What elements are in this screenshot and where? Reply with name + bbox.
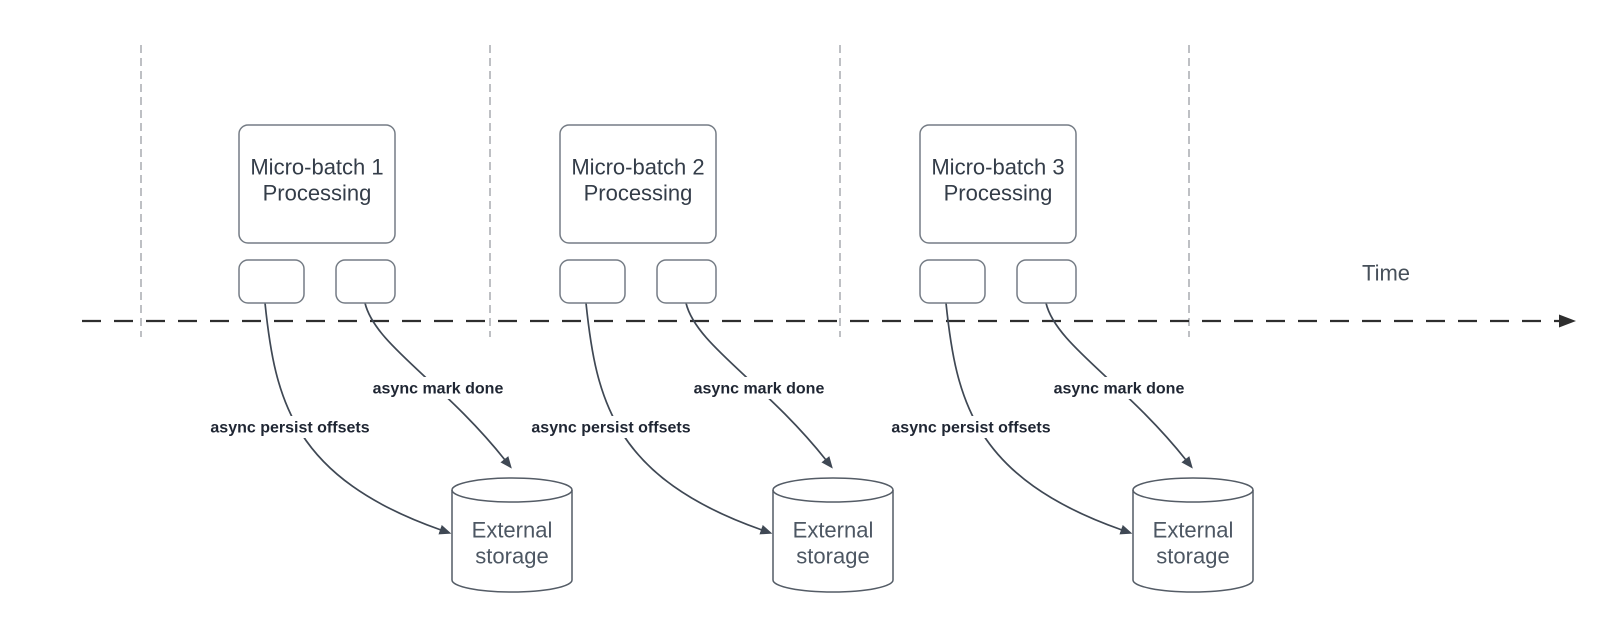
mark-done-label-bg (684, 377, 834, 399)
mark-done-label-bg (1044, 377, 1194, 399)
persist-offsets-label: async persist offsets (210, 420, 369, 437)
mark-task-box (335, 259, 396, 304)
storage-label-line1: External (1153, 518, 1234, 543)
phase-boundary-guides (140, 45, 1190, 337)
mark-done-label: async mark done (373, 381, 504, 398)
timeline: Time (82, 261, 1576, 328)
micro-batch-title-line1: Micro-batch 2 (571, 155, 704, 180)
cylinder-rim (451, 489, 573, 503)
mark-done-label: async mark done (1054, 381, 1185, 398)
offset-task-box (238, 259, 305, 304)
cylinder-body (1132, 477, 1254, 593)
micro-batch-groups: async persist offsets async mark done Ex… (200, 124, 1254, 593)
micro-batch-group: async persist offsets async mark done Ex… (881, 124, 1254, 593)
cylinder-body (451, 477, 573, 593)
micro-batch-title-line1: Micro-batch 3 (931, 155, 1064, 180)
persist-offsets-label-bg (881, 416, 1061, 438)
offset-task-box (559, 259, 626, 304)
time-label: Time (1362, 261, 1410, 286)
cylinder-rim (1132, 489, 1254, 503)
mark-done-label-bg (363, 377, 513, 399)
mark-task-box (656, 259, 717, 304)
micro-batch-box (559, 124, 717, 244)
mark-done-arrow (685, 302, 833, 469)
persist-offsets-label: async persist offsets (531, 420, 690, 437)
persist-offsets-label-bg (521, 416, 701, 438)
storage-label-line2: storage (796, 544, 869, 569)
storage-label-line2: storage (1156, 544, 1229, 569)
mark-task-box (1016, 259, 1077, 304)
micro-batch-group: async persist offsets async mark done Ex… (521, 124, 894, 593)
micro-batch-title-line1: Micro-batch 1 (250, 155, 383, 180)
micro-batch-group: async persist offsets async mark done Ex… (200, 124, 573, 593)
storage-label-line1: External (472, 518, 553, 543)
cylinder-body (772, 477, 894, 593)
persist-offsets-label: async persist offsets (891, 420, 1050, 437)
micro-batch-title-line2: Processing (263, 181, 372, 206)
storage-label-line1: External (793, 518, 874, 543)
storage-cylinder: External storage (1132, 477, 1254, 593)
storage-cylinder: External storage (451, 477, 573, 593)
mark-done-arrow (364, 302, 512, 469)
micro-batch-title-line2: Processing (584, 181, 693, 206)
mark-done-label: async mark done (694, 381, 825, 398)
cylinder-rim (772, 489, 894, 503)
storage-label-line2: storage (475, 544, 548, 569)
micro-batch-box (919, 124, 1077, 244)
offset-task-box (919, 259, 986, 304)
micro-batch-title-line2: Processing (944, 181, 1053, 206)
mark-done-arrow (1045, 302, 1193, 469)
micro-batch-box (238, 124, 396, 244)
persist-offsets-label-bg (200, 416, 380, 438)
storage-cylinder: External storage (772, 477, 894, 593)
